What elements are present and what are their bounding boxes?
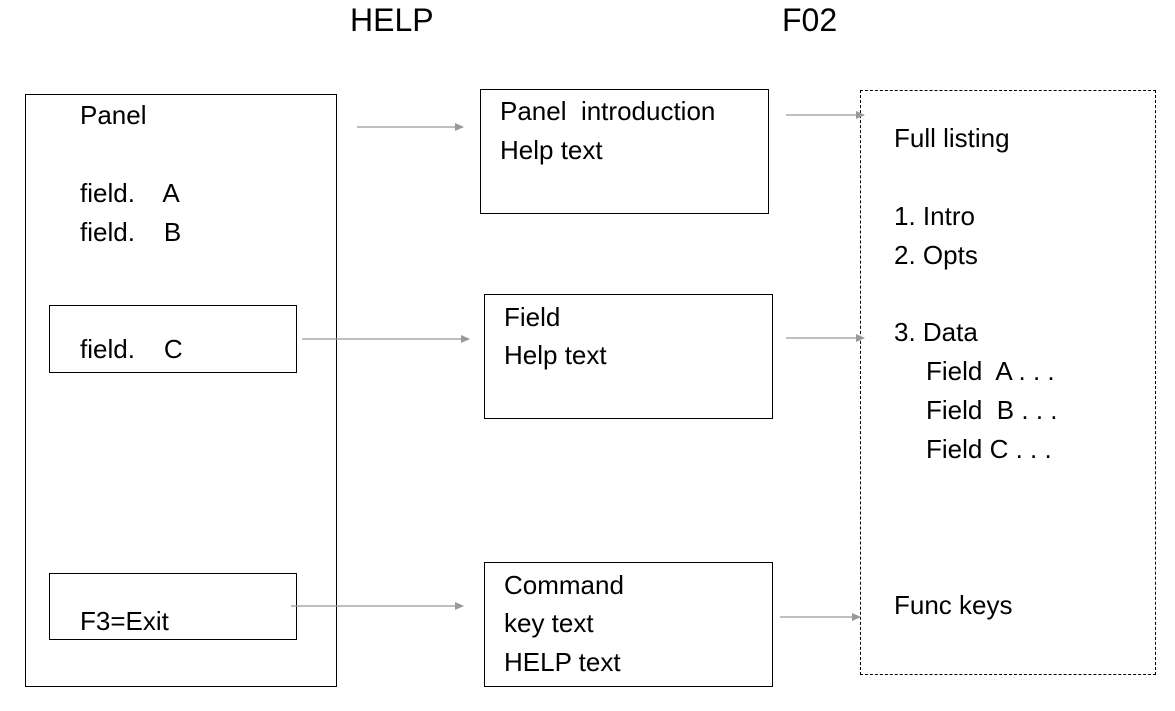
field-help-line1: Field: [504, 302, 561, 332]
panel-box: [25, 94, 337, 687]
full-listing-item: Field B . . .: [926, 395, 1058, 425]
full-listing-box: [860, 90, 1156, 675]
full-listing-item: Func keys: [894, 590, 1013, 620]
panel-title: Panel: [80, 100, 147, 130]
panel-field-b: field. B: [80, 217, 182, 247]
panel-help-line2: Help text: [500, 135, 603, 165]
full-listing-title: Full listing: [894, 123, 1010, 153]
field-c-box[interactable]: [49, 305, 297, 373]
full-listing-item: 3. Data: [894, 317, 978, 347]
full-listing-item: Field C . . .: [926, 434, 1052, 464]
help-heading: HELP: [350, 2, 434, 38]
field-help-line2: Help text: [504, 340, 607, 370]
panel-help-line1: Panel introduction: [500, 96, 716, 126]
command-help-line2: key text: [504, 608, 594, 638]
f02-heading: F02: [782, 2, 838, 38]
full-listing-item: 2. Opts: [894, 240, 978, 270]
full-listing-item: 1. Intro: [894, 201, 975, 231]
panel-exit-key: F3=Exit: [80, 606, 169, 636]
panel-help-box: [480, 89, 769, 214]
command-help-line1: Command: [504, 570, 624, 600]
field-help-box: [484, 294, 773, 419]
command-help-box: [484, 562, 773, 687]
panel-field-c: field. C: [80, 334, 183, 364]
command-help-line3: HELP text: [504, 647, 621, 677]
full-listing-item: Field A . . .: [926, 356, 1055, 386]
panel-field-a: field. A: [80, 178, 180, 208]
